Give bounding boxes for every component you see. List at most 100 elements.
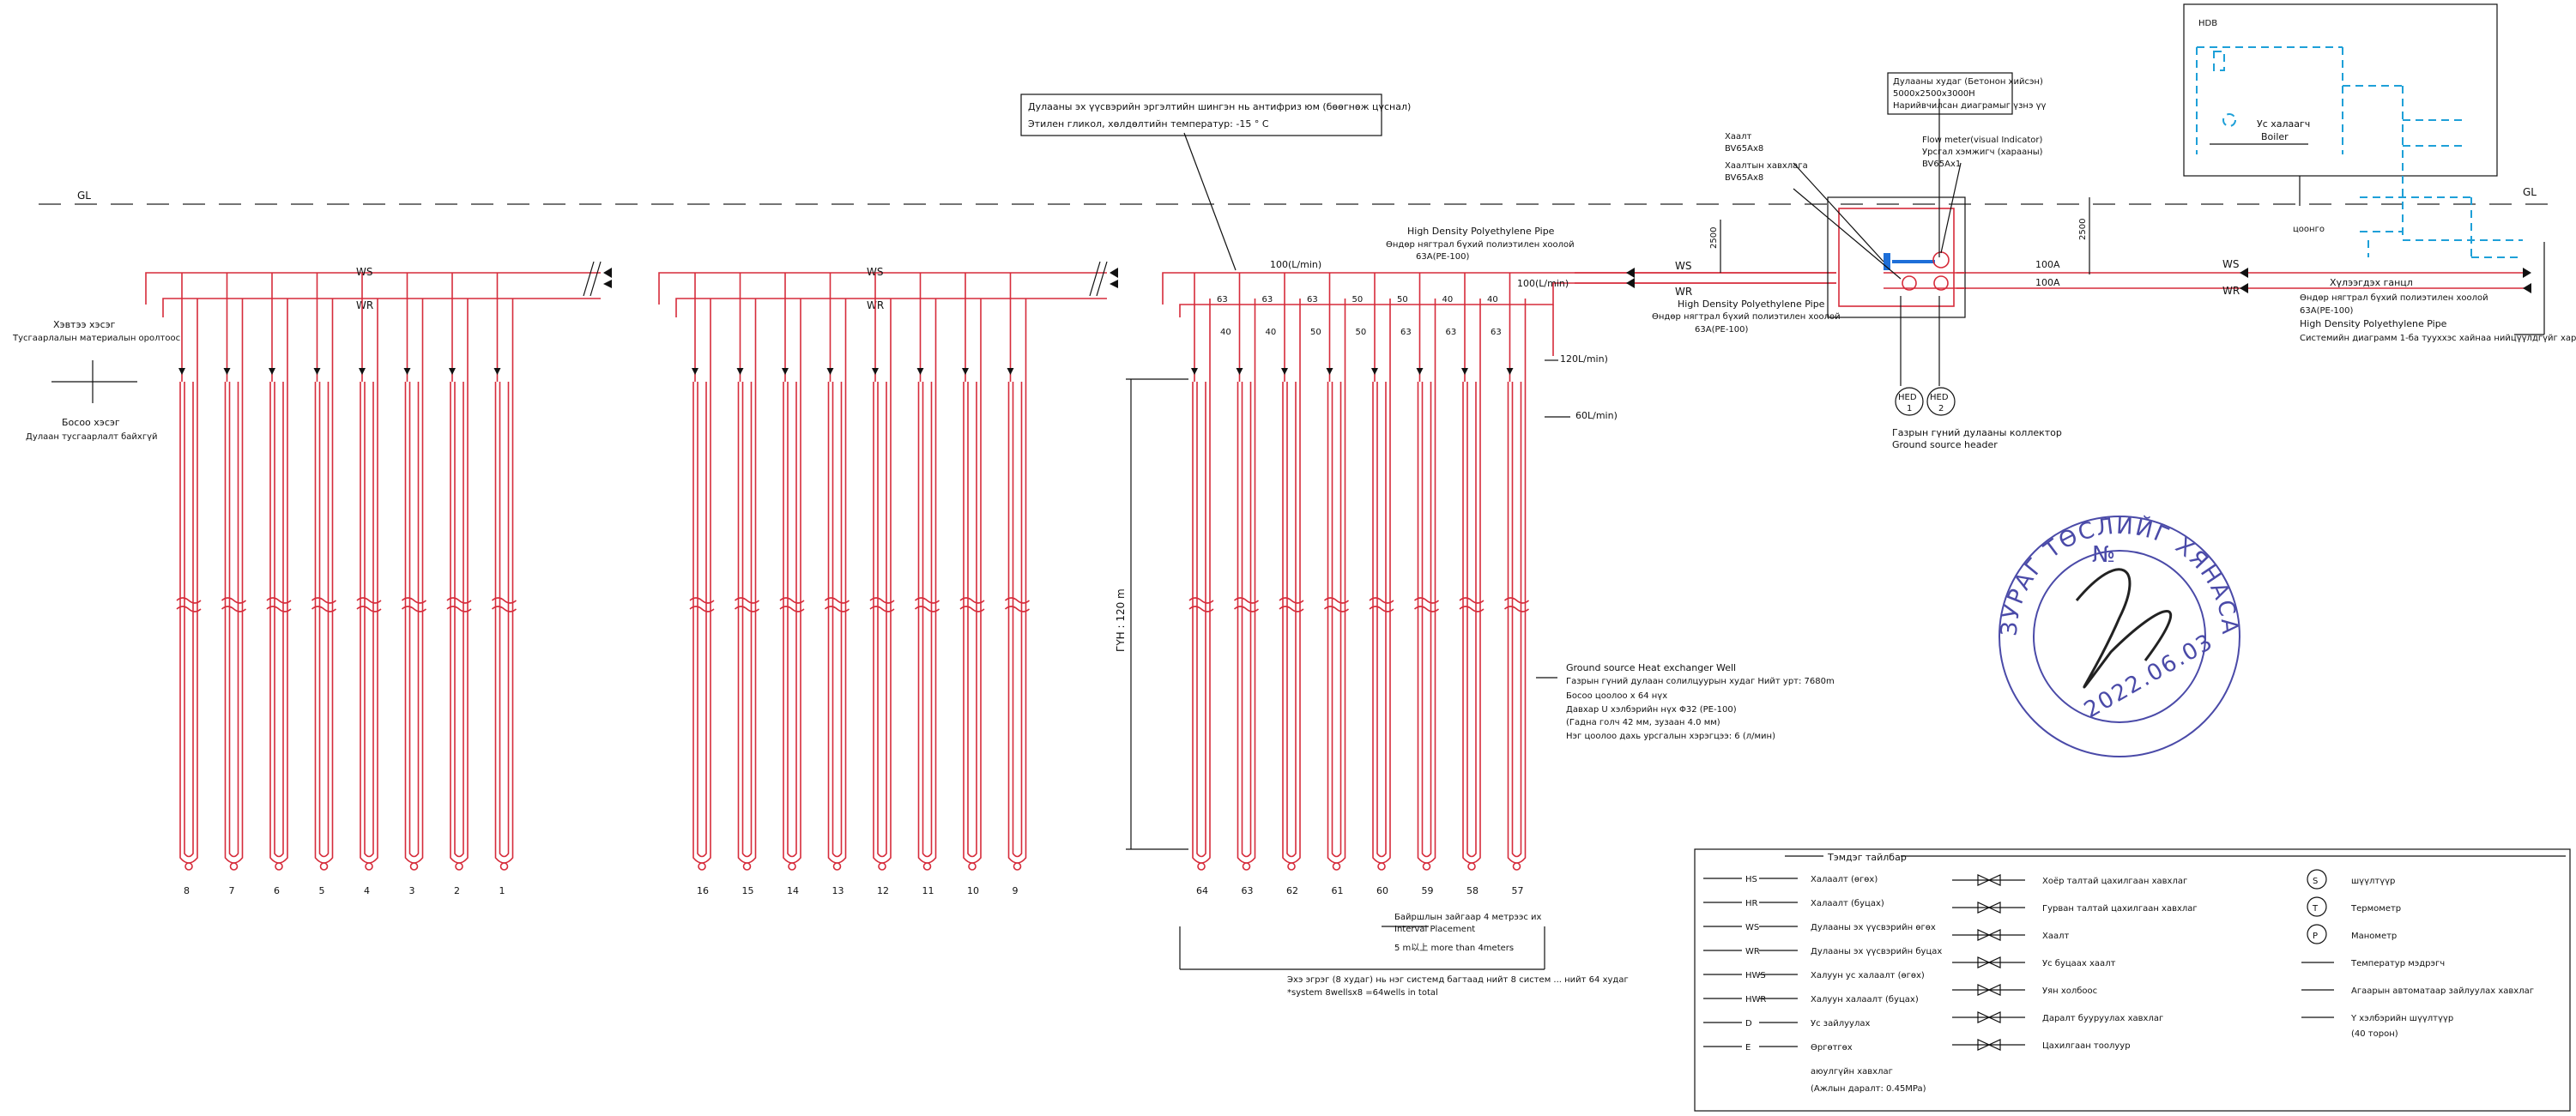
pipe-size-top-4: 50: [1397, 295, 1408, 305]
well-59: 59: [1413, 273, 1440, 896]
well-note-3: Босоо цоолоо x 64 нүх: [1566, 691, 1667, 701]
well-number-5: 5: [319, 885, 325, 896]
pipe-size-bot-6: 63: [1491, 328, 1502, 337]
hed1-label: HED: [1898, 393, 1917, 402]
legend3-item-2: Манометр: [2351, 932, 2397, 941]
right-pipe-3: High Density Polyethylene Pipe: [2300, 318, 2447, 329]
pipe-100a-2: 100A: [2035, 277, 2060, 288]
well-8: 8: [176, 273, 202, 896]
notes: Дулааны эх үүсвэрийн эргэлтийн шингэн нь…: [12, 94, 1835, 998]
legend-item-7: Өргөтгөх: [1811, 1043, 1853, 1053]
pipe-size-bot-5: 63: [1446, 328, 1457, 337]
vault-note-2: 5000x2500x3000H: [1893, 89, 1975, 99]
well-62: 62: [1279, 273, 1304, 896]
flow-100-label: 100(L/min): [1270, 259, 1321, 270]
hed1-num: 1: [1907, 404, 1912, 413]
well-number-57: 57: [1512, 885, 1524, 896]
legend-item-1: Халаалт (буцах): [1811, 899, 1884, 908]
well-57: 57: [1503, 273, 1530, 896]
well-number-2: 2: [454, 885, 460, 896]
right-pipe-4: Системийн диаграмм 1-ба тууххэс хайнаа н…: [2300, 334, 2576, 343]
well-4: 4: [356, 273, 382, 896]
well-number-12: 12: [877, 885, 889, 896]
legend-item-9: (Ажлын даралт: 0.45MPa): [1811, 1084, 1926, 1094]
well-6: 6: [266, 273, 292, 896]
legend3-item-3: Температур мэдрэгч: [2350, 959, 2445, 968]
stamp-no: №: [2092, 542, 2117, 568]
legend-code-7: E: [1745, 1043, 1751, 1053]
well-number-11: 11: [922, 885, 934, 896]
well-number-3: 3: [409, 885, 415, 896]
valve-note-1: Хаалт: [1725, 132, 1751, 142]
pipe-size-top-2: 63: [1307, 295, 1318, 305]
ws-label-right: WS: [2222, 258, 2239, 270]
ws-label-main: WS: [1675, 260, 1691, 272]
well-63: 63: [1233, 273, 1260, 896]
ws-label-a: WS: [356, 266, 372, 278]
legend3-item-4: Агаарын автоматаар зайлуулах хавхлаг: [2351, 986, 2534, 996]
hdb-label: HDB: [2198, 19, 2217, 28]
depth-label: ГҮН : 120 m: [1115, 588, 1127, 652]
well-number-62: 62: [1286, 885, 1298, 896]
well-15: 15: [734, 273, 760, 896]
well-number-9: 9: [1013, 885, 1019, 896]
legend2-item-4: Уян холбоос: [2042, 986, 2097, 996]
valve-note-2: BV65Ax8: [1725, 144, 1763, 154]
wr-arrow-b: [1110, 280, 1118, 288]
legend-item-4: Халуун ус халаалт (өгөх): [1811, 971, 1925, 980]
well-number-15: 15: [742, 885, 754, 896]
antifreeze-note-2: Этилен гликол, хөлдөлтийн температур: -1…: [1028, 118, 1269, 130]
right-pipe-1: Өндөр нягтрал бүхий полиэтилен хоолой: [2300, 293, 2488, 303]
vault-note-1: Дулааны худаг (Бетонон хийсэн): [1893, 77, 2043, 87]
legend-item-5: Халуун халаалт (буцах): [1811, 995, 1919, 1004]
boiler-label-1: Ус халаагч: [2257, 118, 2310, 130]
hed2-label: HED: [1930, 393, 1949, 402]
well-10: 10: [959, 273, 985, 896]
gl-right-label: GL: [2523, 186, 2537, 198]
left-note-1: Хэвтээ хэсэг: [53, 319, 116, 330]
legend-code-0: HS: [1745, 875, 1757, 884]
legend-item-6: Ус зайлуулах: [1811, 1019, 1870, 1029]
existing-pump: Хүлээгдэх ганцл: [2330, 277, 2413, 288]
left-note-2: Тусгаарлалын материалын оролтоос: [12, 334, 180, 343]
header-note-2: Ground source header: [1892, 439, 1998, 450]
pipe-size-bot-4: 63: [1400, 328, 1412, 337]
tsoong-label: цоонго: [2293, 225, 2325, 234]
legend-item-8: аюулгүйн хавхлаг: [1811, 1067, 1893, 1077]
valve-note-3: Хаалтын хавхлага: [1725, 161, 1808, 171]
hdpe-bottom-spec: 63A(PE-100): [1695, 325, 1749, 335]
pipe-size-top-1: 63: [1262, 295, 1273, 305]
legend-code-4: HWS: [1745, 971, 1766, 980]
well-number-6: 6: [274, 885, 280, 896]
legend3-sym-1: T: [2312, 904, 2319, 914]
well-14: 14: [779, 273, 805, 896]
hdpe-spec: 63A(PE-100): [1416, 252, 1470, 262]
pipe-size-bot-0: 40: [1220, 328, 1231, 337]
well-number-8: 8: [184, 885, 190, 896]
interval-note-3: 5 m以上 more than 4meters: [1394, 943, 1514, 953]
well-11: 11: [914, 273, 940, 896]
wr-label-a: WR: [356, 299, 373, 311]
well-group-a: WS WR: [145, 261, 612, 317]
well-1: 1: [491, 273, 517, 896]
well-16: 16: [689, 273, 715, 896]
legend3-item-6: (40 торон): [2351, 1029, 2398, 1039]
legend-item-0: Халаалт (өгөх): [1811, 875, 1878, 884]
legend2-item-6: Цахилгаан тоолуур: [2042, 1041, 2131, 1051]
well-number-64: 64: [1196, 885, 1208, 896]
wr-arrow-a: [603, 280, 612, 288]
well-note-4: Давхар U хэлбэрийн нүх Φ32 (PE-100): [1566, 705, 1737, 715]
well-number-14: 14: [787, 885, 799, 896]
hdpe-bottom-mn: Өндөр нягтрал бүхий полиэтилен хоолой: [1652, 312, 1841, 322]
wr-label-main: WR: [1675, 286, 1692, 298]
legend-code-3: WR: [1745, 947, 1760, 956]
meter-note-3: BV65Ax1: [1922, 160, 1961, 169]
well-61: 61: [1323, 273, 1350, 896]
pipe-100a-1: 100A: [2035, 259, 2060, 270]
pipe-size-bot-3: 50: [1356, 328, 1367, 337]
ws-arrow-b: [1110, 268, 1118, 278]
legend3-sym-0: S: [2313, 877, 2318, 886]
well-64: 64: [1188, 273, 1214, 896]
well-12: 12: [869, 273, 895, 896]
header-2-icon: [1926, 387, 1956, 416]
